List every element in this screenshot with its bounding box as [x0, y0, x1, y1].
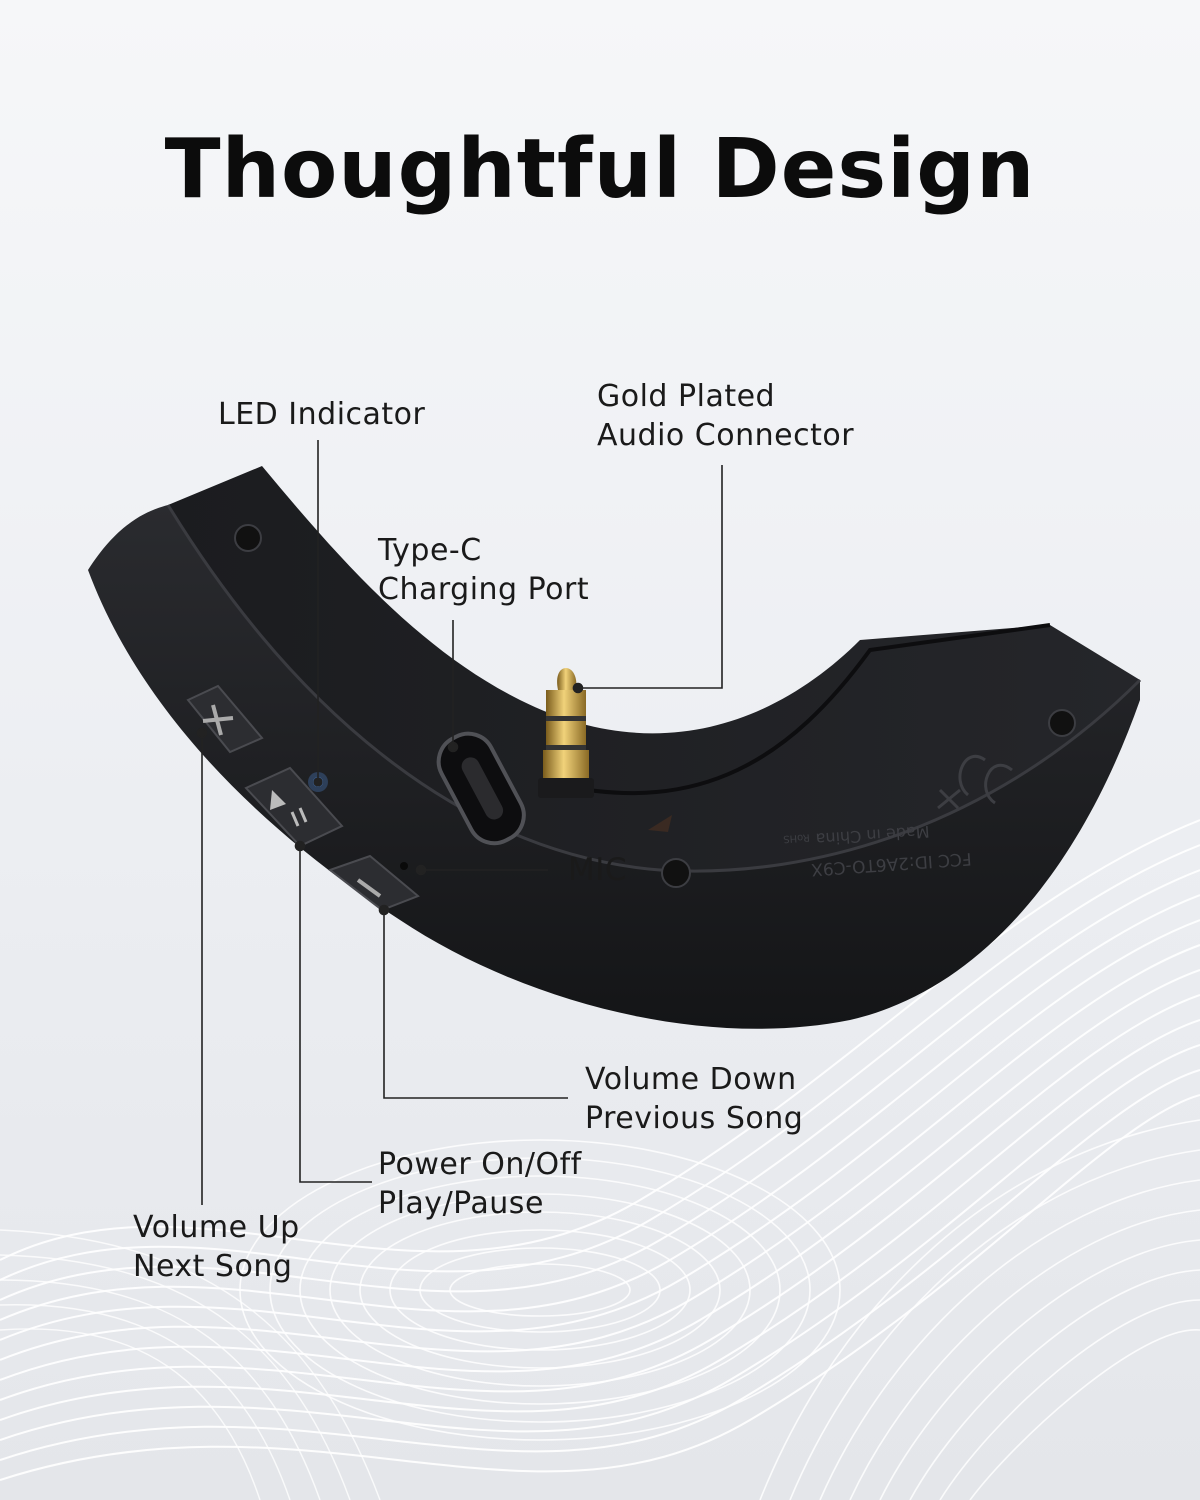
- gold-connector-label: Gold Plated Audio Connector: [597, 377, 854, 455]
- typec-port-label: Type-C Charging Port: [378, 531, 589, 609]
- gold-label-line2: Audio Connector: [597, 418, 855, 453]
- volume-up-label: Volume Up Next Song: [133, 1208, 300, 1286]
- led-label-line1: LED Indicator: [218, 397, 426, 432]
- certification-marks: [937, 754, 1013, 810]
- volup-label-line1: Volume Up: [133, 1210, 300, 1245]
- voldown-label-line2: Previous Song: [585, 1101, 804, 1136]
- mic-label: MIC: [568, 851, 627, 890]
- voldown-label-line1: Volume Down: [585, 1062, 797, 1097]
- usb-c-port: [436, 731, 526, 846]
- power-play-label: Power On/Off Play/Pause: [378, 1145, 582, 1223]
- volume-down-label: Volume Down Previous Song: [585, 1060, 803, 1138]
- mic-label-line1: MIC: [568, 852, 628, 888]
- volume-up-button[interactable]: [186, 684, 264, 754]
- rohs-mark-text: RoHS: [783, 831, 810, 844]
- screw-icon: [234, 524, 1076, 888]
- gold-audio-jack: [538, 668, 594, 798]
- mic-hole: [400, 862, 408, 870]
- power-label-line2: Play/Pause: [378, 1186, 544, 1221]
- led-indicator-label: LED Indicator: [218, 395, 425, 434]
- gold-label-line1: Gold Plated: [597, 379, 776, 414]
- power-label-line1: Power On/Off: [378, 1147, 582, 1182]
- typec-label-line1: Type-C: [378, 533, 482, 568]
- page-title: Thoughtful Design: [164, 122, 1036, 217]
- typec-label-line2: Charging Port: [378, 572, 590, 607]
- volup-label-line2: Next Song: [133, 1249, 293, 1284]
- power-play-button[interactable]: [244, 766, 344, 848]
